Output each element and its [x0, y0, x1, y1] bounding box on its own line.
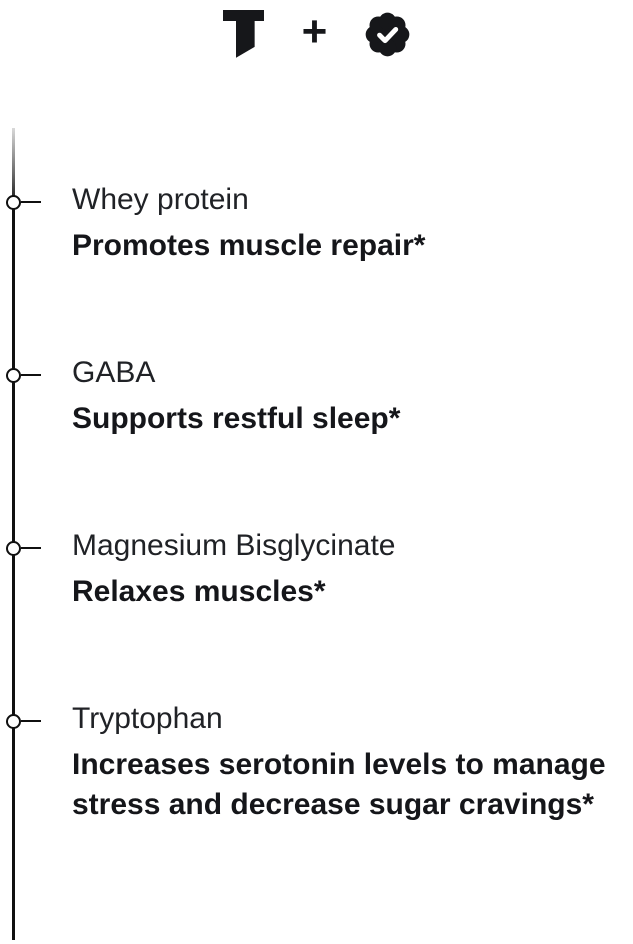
- ingredient-benefit: Increases serotonin levels to manage str…: [72, 748, 606, 821]
- brand-t-logo-bar: [222, 10, 264, 21]
- brand-t-logo-stem: [235, 21, 255, 58]
- ingredient-item-whey-protein: Whey protein Promotes muscle repair*: [72, 180, 628, 266]
- timeline-tick-1: [21, 200, 41, 204]
- logo-row: +: [0, 6, 633, 62]
- plus-icon: +: [301, 7, 328, 56]
- ingredient-item-tryptophan: Tryptophan Increases serotonin levels to…: [72, 699, 628, 825]
- ingredient-benefit: Relaxes muscles*: [72, 575, 326, 608]
- verified-badge-icon: [366, 12, 410, 56]
- timeline-node-1: [6, 194, 21, 210]
- ingredient-name: GABA: [72, 356, 156, 389]
- timeline-tick-3: [21, 546, 41, 550]
- ingredient-item-magnesium-bisglycinate: Magnesium Bisglycinate Relaxes muscles*: [72, 526, 628, 612]
- timeline-tick-4: [21, 719, 41, 723]
- ingredient-benefit: Supports restful sleep*: [72, 402, 401, 435]
- ingredient-name: Magnesium Bisglycinate: [72, 529, 396, 562]
- brand-t-logo: [222, 10, 264, 58]
- timeline-line: [12, 128, 15, 940]
- ingredient-benefit: Promotes muscle repair*: [72, 229, 426, 262]
- timeline-node-4: [6, 713, 21, 729]
- timeline-tick-2: [21, 373, 41, 377]
- ingredient-item-gaba: GABA Supports restful sleep*: [72, 353, 628, 439]
- timeline-node-3: [6, 540, 21, 556]
- ingredient-name: Tryptophan: [72, 702, 223, 735]
- ingredient-name: Whey protein: [72, 183, 249, 216]
- timeline-node-2: [6, 367, 21, 383]
